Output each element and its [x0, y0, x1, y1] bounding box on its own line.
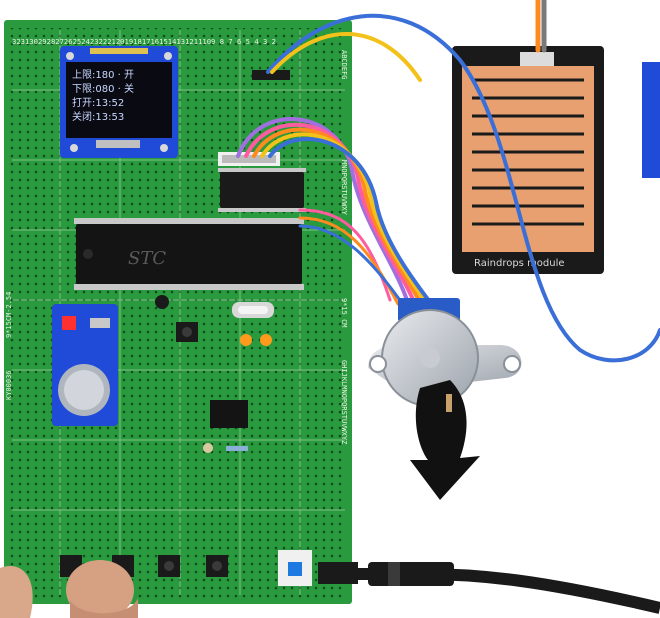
power-plug [368, 562, 454, 586]
rain-sensor: Raindrops module [452, 46, 604, 274]
dc-jack [318, 562, 358, 584]
oled-line-1: 上限:180 · 开 [72, 69, 134, 81]
pcb-left-label-b: KY00036 [5, 370, 13, 400]
pcb-right-letters-low: GHIJKLMNOPQRSTUVWXYZ [340, 360, 348, 444]
power-plug-band [388, 562, 400, 586]
mcu-label: STC [128, 248, 166, 269]
mcu-chip: STC [74, 218, 304, 290]
pcb-right-letters-mid: MNOPQRSTUVWXY [340, 160, 348, 216]
power-switch-knob [288, 562, 302, 576]
rtc-module [52, 304, 118, 426]
oled-line-4: 关闭:13:53 [72, 110, 124, 123]
right-module [642, 62, 660, 178]
reset-button-cap [182, 327, 192, 337]
arrow-pointer [410, 380, 480, 500]
oled-line-3: 打开:13:52 [72, 96, 124, 109]
pcb-top-numbers: 3231302928272625242322212019181716151413… [12, 37, 276, 46]
pcb-right-letters-top: ABCDEFG [340, 50, 348, 80]
capacitor-orange-2 [260, 334, 272, 346]
crystal [232, 302, 274, 318]
rain-sensor-label: Raindrops module [474, 258, 565, 269]
resistor-1 [226, 446, 248, 451]
finger [0, 560, 138, 618]
capacitor-orange-1 [240, 334, 252, 346]
pcb-left-label-a: 9*15CM-2.54 [5, 292, 13, 338]
electrolytic-capacitor [155, 295, 169, 309]
ldr-sensor [203, 443, 213, 453]
oled-line-2: 下限:080 · 关 [72, 82, 134, 95]
ic-8pin [210, 400, 248, 428]
pcb-right-label: 9*15 CM [340, 298, 348, 328]
wires [236, 0, 660, 363]
oled-module: 上限:180 · 开 下限:080 · 关 打开:13:52 关闭:13:53 [60, 46, 178, 158]
ic-driver [218, 168, 306, 212]
